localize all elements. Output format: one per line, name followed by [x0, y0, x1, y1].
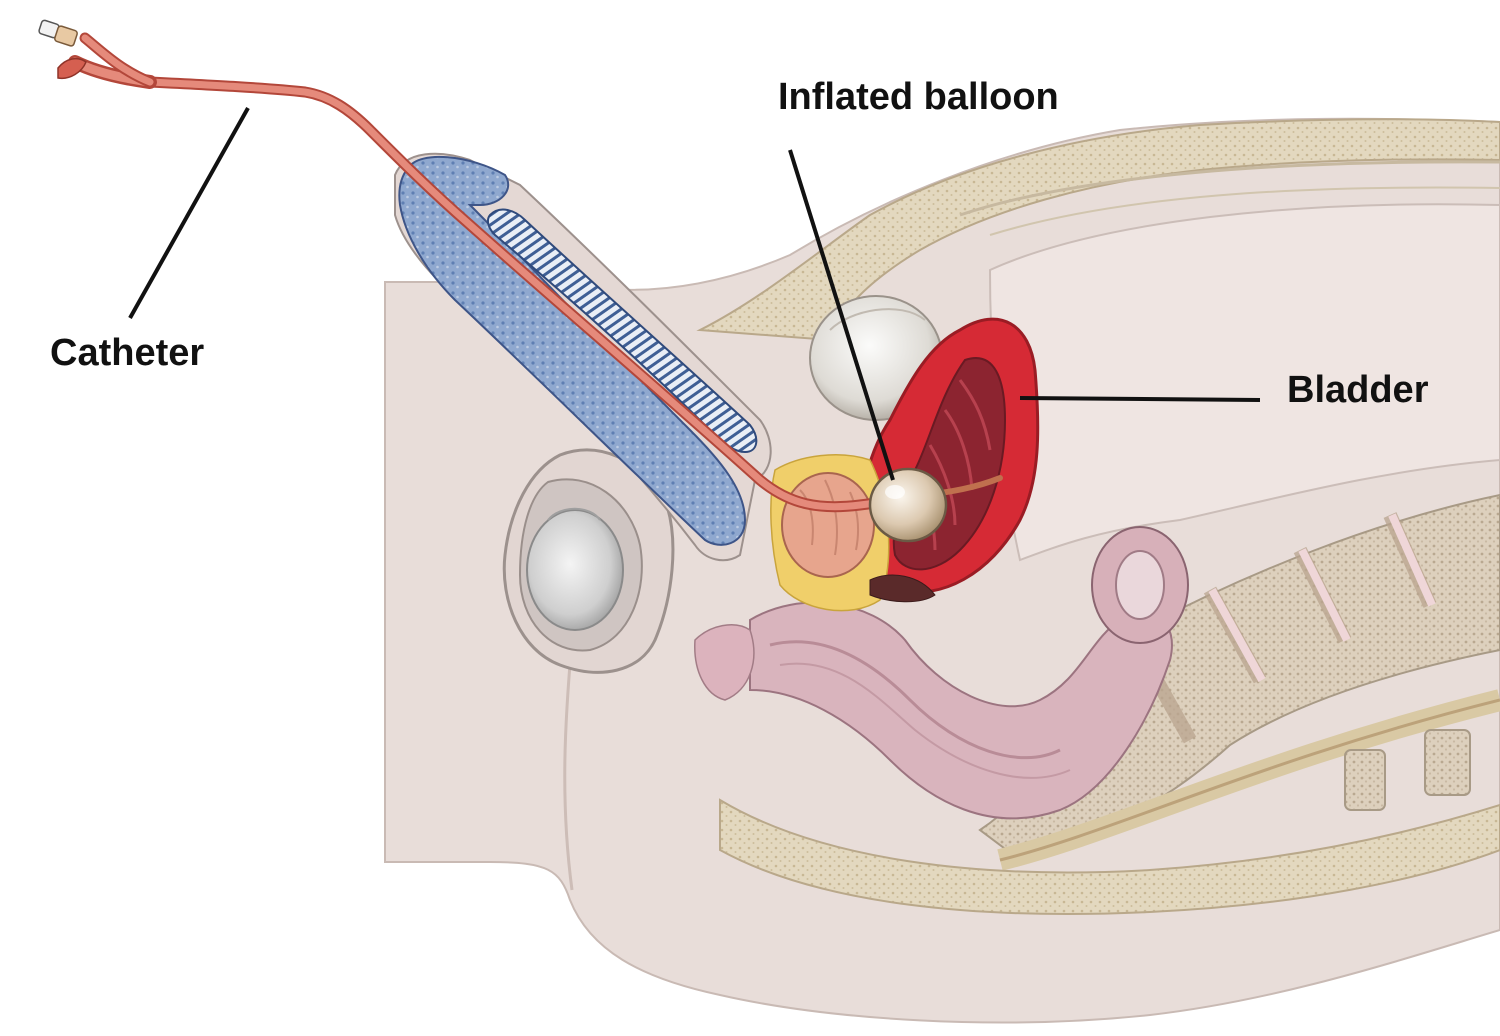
testis: [526, 509, 624, 631]
bladder-label: Bladder: [1287, 369, 1429, 411]
catheter-label: Catheter: [50, 332, 205, 374]
bladder-leader-line: [1019, 396, 1261, 402]
catheter-connector-icon: [38, 19, 87, 80]
corpus-cavernosum: [486, 208, 758, 454]
corpus-spongiosum: [398, 155, 747, 546]
catheter-leader-line: [128, 107, 250, 319]
balloon-leader-line: [788, 149, 895, 481]
inflated-balloon-label: Inflated balloon: [778, 76, 1059, 118]
inflated-balloon: [868, 467, 948, 543]
